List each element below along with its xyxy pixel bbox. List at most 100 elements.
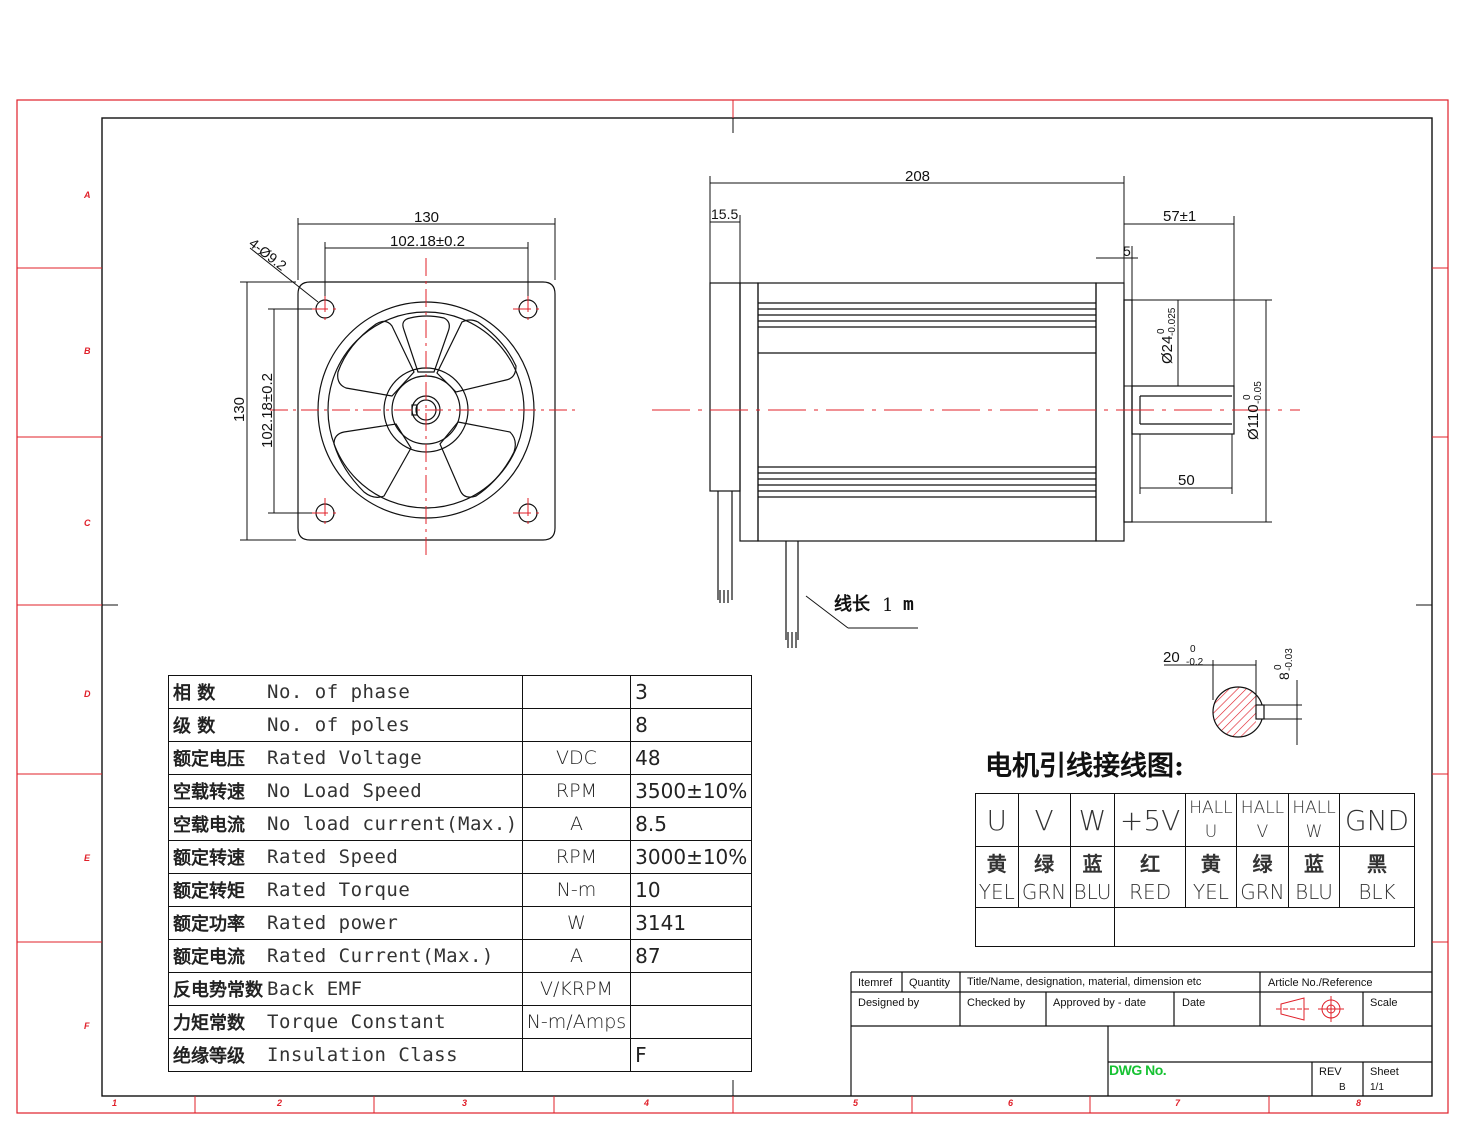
spec-label-en: No. of phase	[263, 675, 523, 709]
wiring-color-en: BLU	[1288, 877, 1340, 908]
spec-value: 3000±10%	[630, 840, 753, 874]
dim-shaft-dia-text: Ø24	[1159, 336, 1176, 364]
wiring-signal: HALL V	[1235, 793, 1290, 847]
tb-dwg-no: DWG No.	[1109, 1062, 1167, 1078]
spec-unit: A	[521, 807, 632, 841]
spec-unit	[521, 708, 632, 742]
dim-shoulder: 5	[1123, 243, 1131, 259]
wiring-signal-name: +5V	[1119, 803, 1181, 837]
title-block-grid	[850, 971, 1432, 1096]
spec-label-cn: 额定电压	[168, 741, 263, 775]
wiring-signal-name: GND	[1344, 803, 1410, 837]
dim-front-bolt-v: 102.18±0.2	[259, 373, 276, 448]
spec-label-cn: 级 数	[168, 708, 263, 742]
zone-number-6: 6	[1008, 1098, 1014, 1108]
wiring-blank-row	[974, 907, 1415, 947]
dim-key-depth-lower: -0.03	[1284, 648, 1295, 671]
spec-label-cn: 相 数	[168, 675, 263, 709]
wiring-color-cn-row: 黄绿蓝红黄绿蓝黑	[975, 846, 1415, 877]
spec-unit: N-m/Amps	[521, 1005, 632, 1039]
dim-key-width-lower: -0.2	[1186, 657, 1204, 668]
zone-number-4: 4	[644, 1098, 650, 1108]
side-view-dimensions	[709, 176, 1272, 629]
spec-unit: A	[521, 939, 632, 973]
wiring-signal-phase: U	[1204, 822, 1218, 842]
zone-letter-b: B	[84, 346, 91, 356]
tb-sheet-value: 1/1	[1370, 1082, 1384, 1093]
spec-unit: N-m	[521, 873, 632, 907]
spec-label-cn: 空载电流	[168, 807, 263, 841]
wiring-signal: U	[975, 793, 1019, 847]
wiring-signal-name: HALL	[1292, 798, 1336, 818]
wiring-signal-name: U	[986, 803, 1008, 837]
dim-total-length: 208	[905, 168, 930, 185]
spec-label-cn: 额定转速	[168, 840, 263, 874]
spec-value: 3500±10%	[630, 774, 753, 808]
wiring-signal: HALL W	[1288, 793, 1340, 847]
spec-label-cn: 额定转矩	[168, 873, 263, 907]
spec-value: 3	[630, 675, 753, 709]
wiring-color-en: GRN	[1017, 877, 1071, 908]
spec-unit	[521, 1038, 632, 1072]
wiring-color-en: YEL	[975, 877, 1019, 908]
lead-length-value: 1	[882, 595, 893, 616]
spec-value: 10	[630, 873, 753, 907]
wiring-signal-phase: W	[1305, 822, 1323, 842]
wiring-color-cn: 黄	[975, 846, 1019, 877]
spec-label-en: Rated power	[263, 906, 523, 940]
zone-letter-f: F	[84, 1021, 90, 1031]
spec-label-en: Rated Current(Max.)	[263, 939, 523, 973]
dim-key-width: 20	[1163, 649, 1180, 666]
zone-letter-e: E	[84, 853, 91, 863]
spec-value: 48	[630, 741, 753, 775]
lead-length-label: 线长	[834, 593, 871, 615]
spec-label-en: Torque Constant	[263, 1005, 523, 1039]
spec-label-en: Rated Torque	[263, 873, 523, 907]
spec-label-en: No Load Speed	[263, 774, 523, 808]
wiring-color-en: BLU	[1069, 877, 1116, 908]
dim-shaft-dia-lower: -0.025	[1167, 307, 1178, 336]
spec-value: 87	[630, 939, 753, 973]
tb-itemref: Itemref	[858, 977, 893, 989]
zone-letter-c: C	[84, 518, 91, 528]
dim-pilot-dia-lower: -0.05	[1253, 381, 1264, 404]
tb-rev-value: B	[1339, 1082, 1346, 1093]
wiring-signal-name: HALL	[1240, 798, 1285, 818]
projection-symbol-icon	[1276, 996, 1344, 1022]
wiring-signal-name: HALL	[1189, 798, 1233, 818]
wiring-color-cn: 绿	[1017, 846, 1071, 877]
wiring-color-cn: 红	[1114, 846, 1186, 877]
spec-label-en: Rated Voltage	[263, 741, 523, 775]
spec-value: F	[630, 1038, 753, 1072]
dim-key-depth-upper: 0	[1273, 664, 1284, 670]
zone-letter-d: D	[84, 689, 91, 699]
spec-label-cn: 空载转速	[168, 774, 263, 808]
spec-value: 8.5	[630, 807, 753, 841]
spec-label-cn: 反电势常数	[168, 972, 263, 1006]
spec-value: 3141	[630, 906, 753, 940]
spec-value	[630, 1005, 753, 1039]
wiring-color-en: GRN	[1235, 877, 1290, 908]
spec-label-en: No load current(Max.)	[263, 807, 523, 841]
spec-label-cn: 额定电流	[168, 939, 263, 973]
wiring-color-cn: 黄	[1184, 846, 1237, 877]
zone-number-3: 3	[462, 1098, 468, 1108]
tb-date: Date	[1182, 997, 1206, 1009]
tb-designed-by: Designed by	[858, 997, 920, 1009]
zone-number-7: 7	[1175, 1098, 1181, 1108]
zone-number-2: 2	[277, 1098, 283, 1108]
key-section: 20 0 -0.2 8 0 -0.03	[1163, 644, 1302, 745]
spec-label-en: Rated Speed	[263, 840, 523, 874]
dim-flange: 15.5	[711, 206, 738, 222]
wiring-signal-phase: V	[1256, 822, 1269, 842]
tb-article-no: Article No./Reference	[1268, 977, 1373, 989]
